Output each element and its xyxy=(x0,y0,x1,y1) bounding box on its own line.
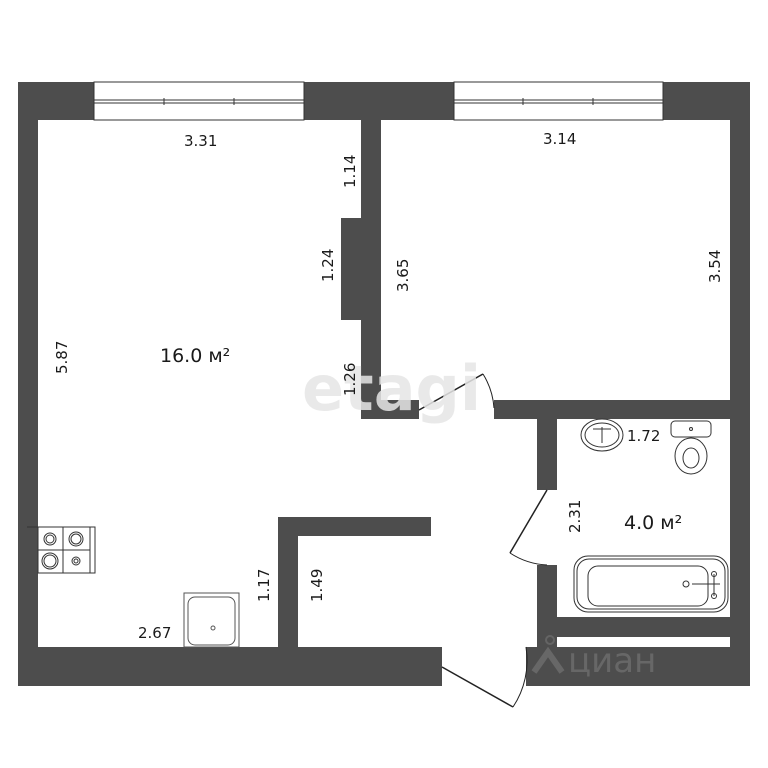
dim-main-right-lower: 1.26 xyxy=(341,363,359,396)
bathtub-icon xyxy=(573,555,729,613)
washbasin-icon xyxy=(580,418,624,452)
kitchen-sink-icon xyxy=(183,592,240,648)
window-left xyxy=(93,81,305,121)
stove-icon xyxy=(27,526,96,574)
dim-main-right-upper: 1.14 xyxy=(341,155,359,188)
door-bathroom xyxy=(509,489,548,566)
toilet-icon xyxy=(670,420,712,475)
door-entrance xyxy=(441,646,528,708)
dim-hallway-left: 1.49 xyxy=(308,569,326,602)
dim-main-left: 5.87 xyxy=(53,341,71,374)
dim-kitchen-right: 1.17 xyxy=(255,569,273,602)
cian-watermark: циан xyxy=(531,635,656,681)
dim-bath-left: 2.31 xyxy=(566,500,584,533)
window-right xyxy=(453,81,664,121)
cian-watermark-text: циан xyxy=(568,641,656,681)
dimensions: 3.31 3.14 1.14 1.24 1.26 5.87 3.65 3.54 … xyxy=(53,130,724,642)
dim-room2-right: 3.54 xyxy=(706,250,724,283)
main-room-area: 16.0 м² xyxy=(160,345,230,367)
etagi-watermark: etagi xyxy=(302,352,481,425)
bathroom-area: 4.0 м² xyxy=(624,512,682,534)
dim-room2-top: 3.14 xyxy=(543,130,576,148)
door-room2 xyxy=(418,373,495,411)
dim-main-pillar: 1.24 xyxy=(319,249,337,282)
dim-room2-left: 3.65 xyxy=(394,259,412,292)
walls xyxy=(18,82,750,686)
dim-bath-top: 1.72 xyxy=(627,427,660,445)
dim-main-top: 3.31 xyxy=(184,132,217,150)
dim-kitchen-bottom: 2.67 xyxy=(138,624,171,642)
